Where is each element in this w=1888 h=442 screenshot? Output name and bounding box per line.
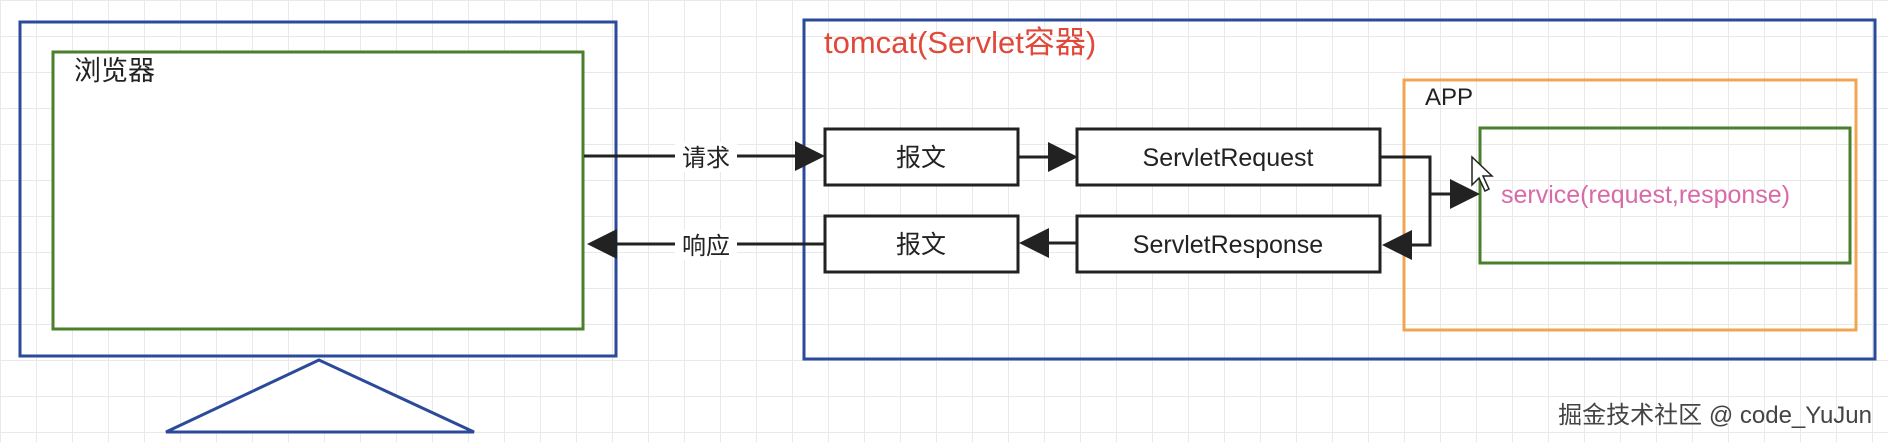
request-message-label: 报文 [896,144,946,172]
service-to-response-connector [1382,194,1432,260]
response-flow: ServletResponse 报文 响应 [587,194,1432,274]
tomcat-label: tomcat(Servlet容器) [824,25,1096,60]
response-arrow-label: 响应 [682,233,730,260]
response-arrow-label-bg [675,230,737,260]
monitor-stand [165,358,475,434]
request-to-service-connector [1381,155,1480,209]
app-container: APP service(request,response) [1402,78,1858,332]
watermark: 掘金技术社区 @ code_YuJun [1558,402,1872,429]
servlet-request-label: ServletRequest [1143,144,1314,172]
servlet-request-box [1075,127,1382,187]
request-message-box [823,127,1020,187]
browser-window [51,50,585,331]
response-message-box [823,214,1020,274]
tomcat-container: tomcat(Servlet容器) [802,18,1877,361]
servlet-response-box [1075,214,1382,274]
app-frame [1402,78,1858,332]
response-message-label: 报文 [896,231,946,259]
mouse-cursor-icon [1471,155,1494,193]
servlet-response-label: ServletResponse [1133,231,1323,259]
service-box [1478,126,1852,265]
tomcat-frame [802,18,1877,361]
app-label: APP [1425,84,1473,111]
browser-label: 浏览器 [74,56,155,86]
request-arrow-label-bg [675,142,737,172]
service-label: service(request,response) [1501,181,1790,209]
request-flow: 请求 报文 ServletRequest [584,127,1480,209]
monitor-frame [18,20,618,358]
browser-monitor: 浏览器 [18,20,618,434]
request-arrow-label: 请求 [682,145,730,172]
